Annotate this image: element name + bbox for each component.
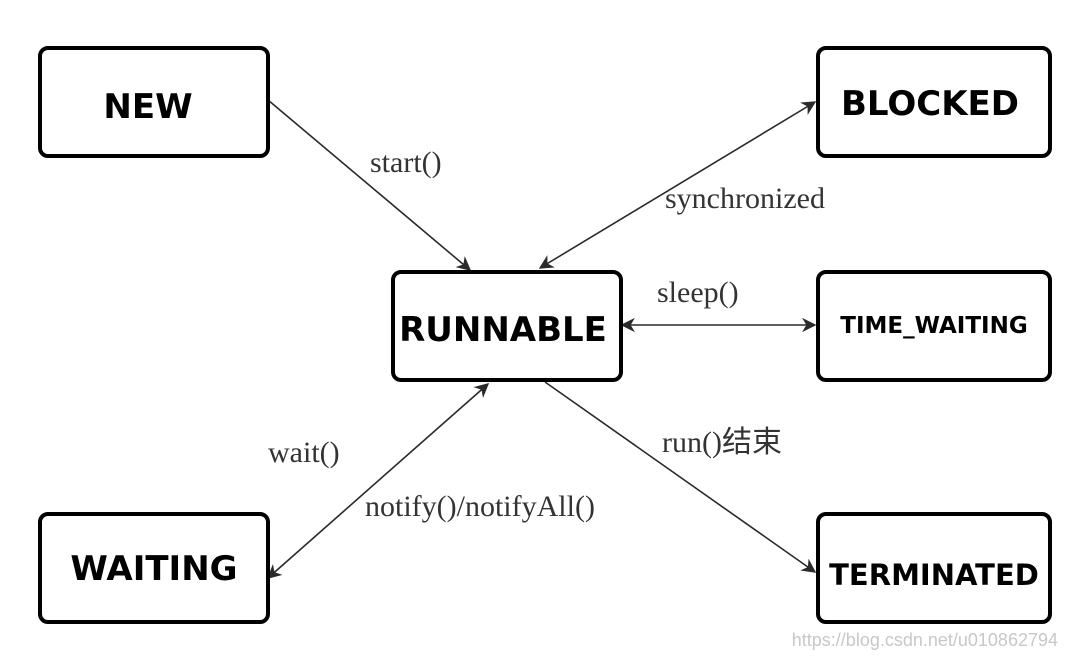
label-run-end: run()结束	[662, 426, 782, 459]
state-runnable-label: RUNNABLE	[399, 310, 607, 350]
state-time-waiting: TIME_WAITING	[816, 270, 1052, 382]
state-waiting: WAITING	[38, 512, 270, 624]
label-wait: wait()	[268, 436, 340, 469]
state-terminated-label: TERMINATED	[829, 558, 1039, 592]
label-sleep: sleep()	[657, 276, 739, 309]
state-new-label: NEW	[103, 87, 192, 127]
edge-runnable-waiting	[266, 383, 490, 579]
edge-new-to-runnable	[267, 99, 472, 271]
label-synchronized: synchronized	[665, 182, 825, 215]
watermark: https://blog.csdn.net/u010862794	[792, 630, 1058, 650]
edge-runnable-to-terminated	[544, 381, 817, 573]
state-new: NEW	[38, 46, 270, 158]
state-terminated: TERMINATED	[816, 512, 1052, 624]
state-time-waiting-label: TIME_WAITING	[840, 313, 1027, 339]
edge-runnable-blocked	[538, 101, 817, 269]
state-runnable: RUNNABLE	[391, 270, 623, 382]
state-waiting-label: WAITING	[70, 549, 237, 589]
label-notify: notify()/notifyAll()	[365, 490, 595, 523]
state-blocked: BLOCKED	[816, 46, 1052, 158]
label-start: start()	[370, 146, 442, 179]
state-blocked-label: BLOCKED	[841, 84, 1019, 124]
